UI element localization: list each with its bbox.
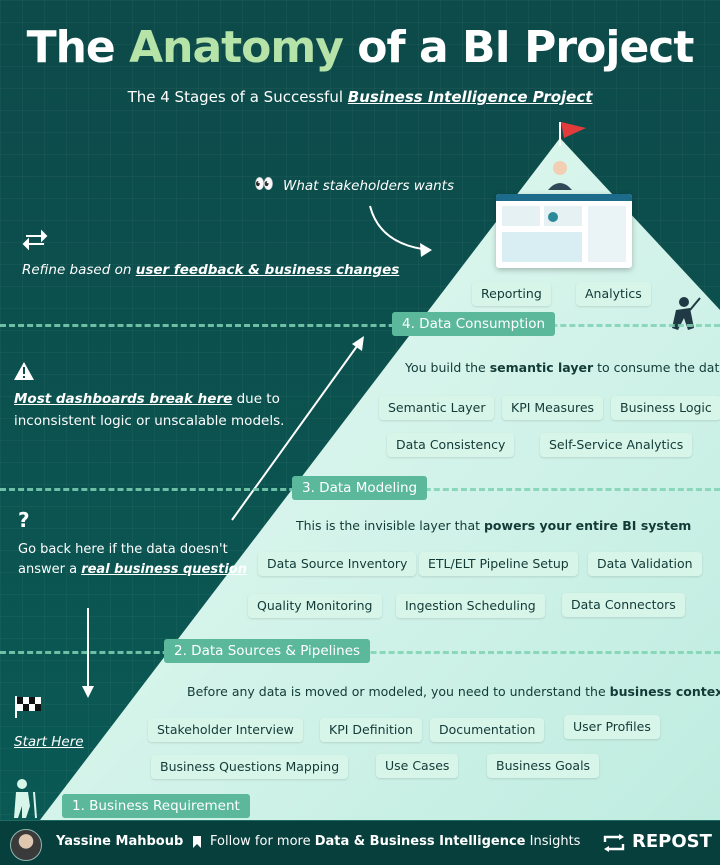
flag-icon [561, 122, 586, 138]
pill-business-logic: Business Logic [611, 396, 720, 420]
repost-icon[interactable] [602, 834, 626, 852]
stakeholder-arrow [369, 205, 431, 251]
pill-data-source-inventory: Data Source Inventory [258, 552, 417, 576]
footer-bar: Yassine Mahboub Follow for more Data & B… [0, 820, 720, 865]
person-head [553, 161, 567, 175]
pill-data-connectors: Data Connectors [562, 593, 685, 617]
pill-etl-elt-pipeline-setup: ETL/ELT Pipeline Setup [419, 552, 578, 576]
question-icon: ? [18, 508, 30, 532]
bookmark-icon [193, 836, 201, 848]
pill-business-goals: Business Goals [487, 754, 600, 778]
stage-4-label: 4. Data Consumption [392, 312, 556, 336]
pill-stakeholder-interview: Stakeholder Interview [148, 718, 303, 742]
page-title: The Anatomy of a BI Project [26, 22, 695, 73]
pill-kpi-measures: KPI Measures [502, 396, 604, 420]
pill-self-service-analytics: Self-Service Analytics [540, 433, 693, 457]
warning-note-line2: inconsistent logic or unscalable models. [14, 413, 285, 429]
eyes-icon: 👀 [254, 174, 274, 193]
pill-semantic-layer: Semantic Layer [379, 396, 495, 420]
pill-user-profiles: User Profiles [564, 715, 660, 739]
warning-note-line1: Most dashboards break here due to [14, 391, 280, 407]
pill-data-validation: Data Validation [588, 552, 702, 576]
person-body [548, 183, 572, 190]
stage-3-label: 3. Data Modeling [292, 476, 428, 500]
dashboard-thumbnail [496, 194, 632, 268]
question-note-line1: Go back here if the data doesn't [18, 542, 228, 557]
warning-icon [14, 362, 34, 380]
follow-text: Follow for more Data & Business Intellig… [210, 834, 581, 849]
stage-2-desc: Before any data is moved or modeled, you… [187, 684, 720, 699]
refine-note: Refine based on user feedback & business… [22, 262, 400, 278]
hiker-icon [14, 779, 37, 819]
question-note-line2: answer a real business question [18, 562, 247, 577]
author-name: Yassine Mahboub [56, 834, 184, 849]
start-here-label: Start Here [14, 734, 84, 750]
pill-kpi-definition: KPI Definition [320, 718, 422, 742]
pill-data-consistency: Data Consistency [387, 433, 515, 457]
pill-reporting: Reporting [472, 282, 551, 306]
repost-button[interactable]: REPOST [632, 831, 712, 852]
stage-4-desc: You build the semantic layer to consume … [405, 360, 720, 375]
pill-documentation: Documentation [430, 718, 545, 742]
pill-analytics: Analytics [576, 282, 651, 306]
page-subtitle: The 4 Stages of a Successful Business In… [127, 88, 593, 106]
pill-use-cases: Use Cases [376, 754, 459, 778]
checkered-flag-icon [15, 696, 41, 718]
stage-3-desc: This is the invisible layer that powers … [296, 518, 692, 533]
pill-ingestion-scheduling: Ingestion Scheduling [396, 594, 545, 618]
avatar [10, 829, 42, 861]
separator-4 [0, 324, 720, 327]
stage-2-label: 2. Data Sources & Pipelines [164, 639, 371, 663]
refresh-icon [22, 229, 48, 251]
stakeholders-note: What stakeholders wants [283, 178, 454, 194]
stage-1-label: 1. Business Requirement [62, 794, 250, 818]
pill-business-questions-mapping: Business Questions Mapping [151, 755, 349, 779]
pill-quality-monitoring: Quality Monitoring [248, 594, 382, 618]
